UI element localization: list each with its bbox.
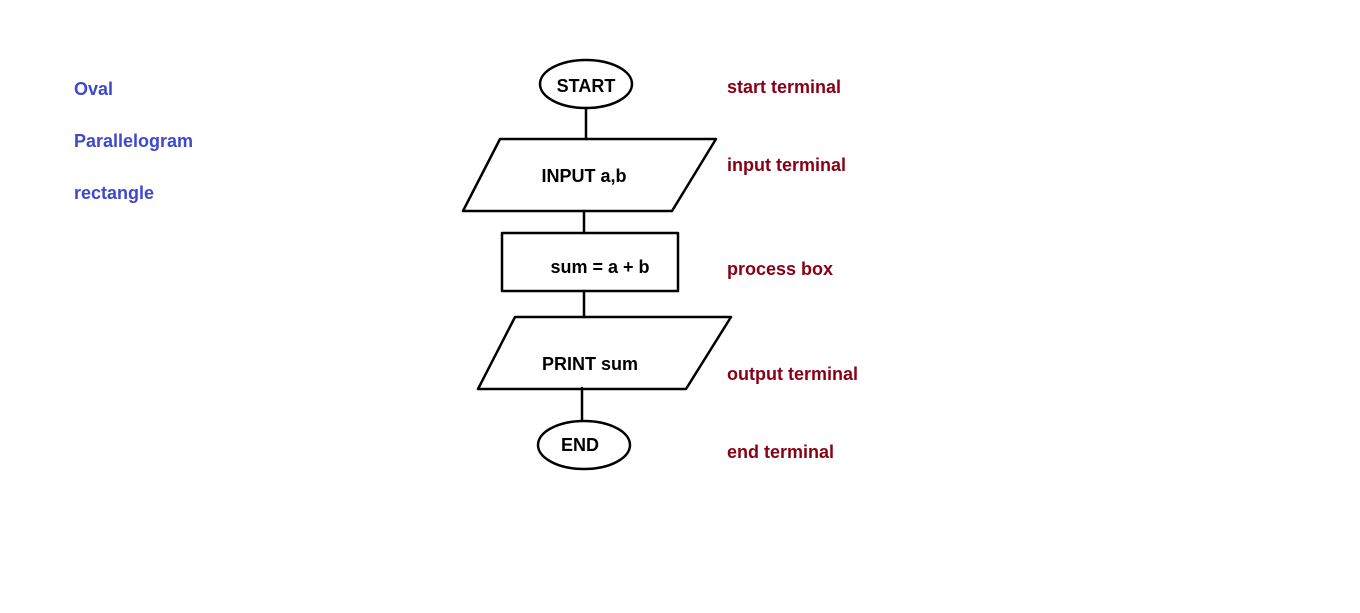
- end-label: END: [561, 435, 599, 455]
- input-label: INPUT a,b: [541, 166, 626, 186]
- annotation-end: end terminal: [727, 442, 835, 462]
- annotation-process: process box: [727, 259, 834, 279]
- process-label: sum = a + b: [550, 257, 649, 277]
- legend-rectangle: rectangle: [74, 183, 155, 203]
- legend-parallelogram: Parallelogram: [74, 131, 194, 151]
- annotation-output: output terminal: [727, 364, 858, 384]
- output-parallelogram: [476, 315, 733, 391]
- start-label: START: [557, 76, 616, 96]
- process-rectangle: [500, 231, 680, 293]
- output-label: PRINT sum: [542, 354, 638, 374]
- input-parallelogram: [461, 137, 718, 213]
- start-terminal-oval: [538, 58, 634, 110]
- legend-oval: Oval: [74, 79, 114, 99]
- annotation-input: input terminal: [727, 155, 847, 175]
- end-terminal-oval: [536, 419, 632, 471]
- annotation-start: start terminal: [727, 77, 842, 97]
